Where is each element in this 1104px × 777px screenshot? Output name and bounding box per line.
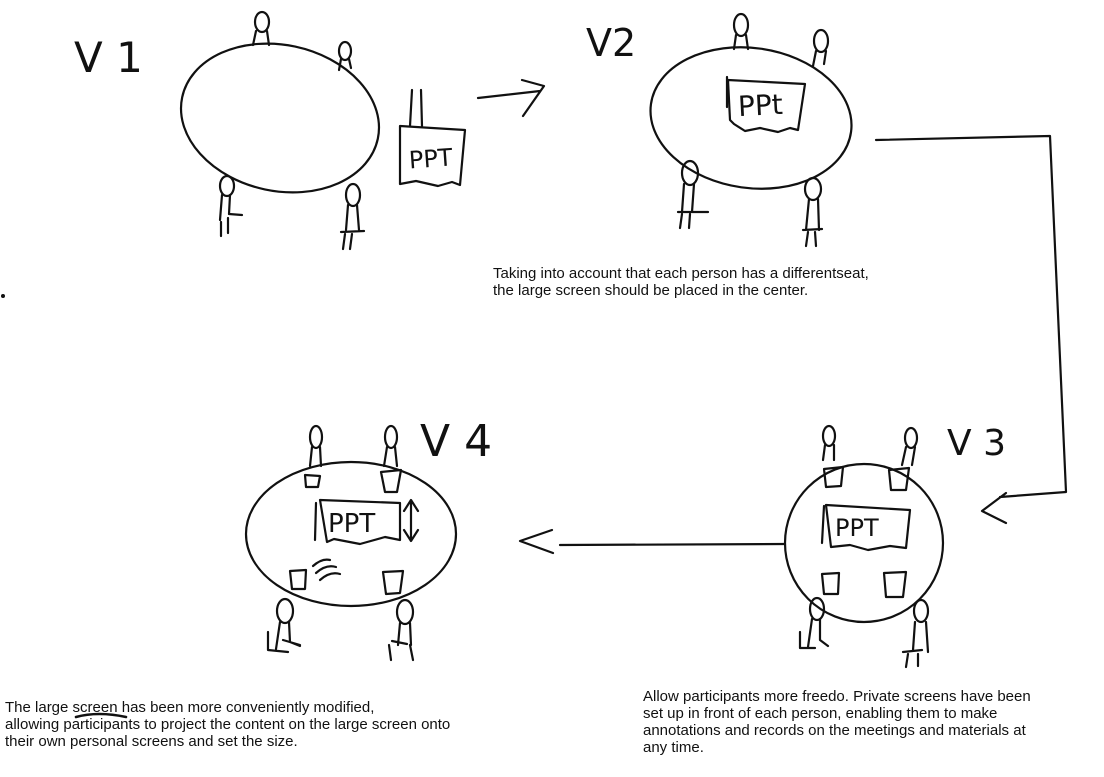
v3-person-bottom-right xyxy=(901,598,930,669)
v1-external-screen: PPT xyxy=(398,88,467,188)
v4-label: V 4 xyxy=(420,416,492,467)
v3-center-screen: PPT xyxy=(820,503,912,552)
v4-person-bottom-left xyxy=(266,597,302,654)
v3-person-top-left xyxy=(821,424,837,462)
v2-center-screen: PPt xyxy=(725,75,807,134)
v4-caption: The large screen has been more convenien… xyxy=(5,699,451,750)
v4-private-screen-top-left xyxy=(303,473,322,489)
v4-projection-waves xyxy=(311,558,342,582)
v2-person-bottom-right xyxy=(801,176,824,248)
connector-v2-to-v3 xyxy=(874,134,1068,525)
v3-private-screen-bottom-left xyxy=(820,571,841,596)
v4-table xyxy=(244,460,458,608)
arrow-v1-to-v2 xyxy=(476,78,546,118)
v4-center-screen: PPT xyxy=(313,498,402,546)
v4-private-screen-bottom-left xyxy=(288,568,308,591)
v3-sketch: V 3 PPT xyxy=(783,423,1006,669)
caption-scribble xyxy=(74,712,128,719)
v2-label: V2 xyxy=(586,21,636,65)
v1-person-bottom-left xyxy=(218,174,244,238)
v3-private-screen-bottom-right xyxy=(882,570,908,599)
v3-screen-label: PPT xyxy=(835,514,879,542)
v2-person-bottom-left xyxy=(676,159,710,230)
v4-screen-label: PPT xyxy=(328,509,375,539)
pen-dot xyxy=(1,294,5,298)
v1-person-top-left xyxy=(251,10,271,47)
v3-private-screen-top-right xyxy=(887,466,911,492)
v4-person-top-left xyxy=(308,424,324,468)
v3-table xyxy=(783,462,945,624)
v3-label: V 3 xyxy=(947,423,1006,464)
v2-person-top-left xyxy=(732,12,750,51)
v3-caption: Allow participants more freedo. Private … xyxy=(643,688,1031,756)
v1-table xyxy=(179,42,381,194)
v4-private-screen-bottom-right xyxy=(381,569,405,596)
v1-screen-label: PPT xyxy=(408,143,454,174)
v2-table xyxy=(649,46,853,190)
v3-private-screen-top-left xyxy=(822,465,845,489)
v2-person-top-right xyxy=(811,28,830,68)
v4-private-screen-top-right xyxy=(379,468,403,494)
v2-screen-label: PPt xyxy=(737,88,783,123)
v4-resize-arrow xyxy=(402,498,420,543)
v1-sketch: V 1 PPT xyxy=(74,10,467,251)
v1-label: V 1 xyxy=(74,33,143,82)
v2-sketch: V2 PPt xyxy=(586,12,853,248)
v1-person-bottom-right xyxy=(339,182,366,251)
v4-sketch: V 4 PPT xyxy=(244,416,492,662)
v3-person-bottom-left xyxy=(798,596,830,650)
v1-person-top-right xyxy=(337,40,353,72)
v4-person-top-right xyxy=(382,424,399,468)
arrow-v3-to-v4 xyxy=(518,528,787,555)
v3-person-top-right xyxy=(900,426,919,467)
v2-caption: Taking into account that each person has… xyxy=(493,265,869,299)
v4-person-bottom-right xyxy=(387,598,415,662)
